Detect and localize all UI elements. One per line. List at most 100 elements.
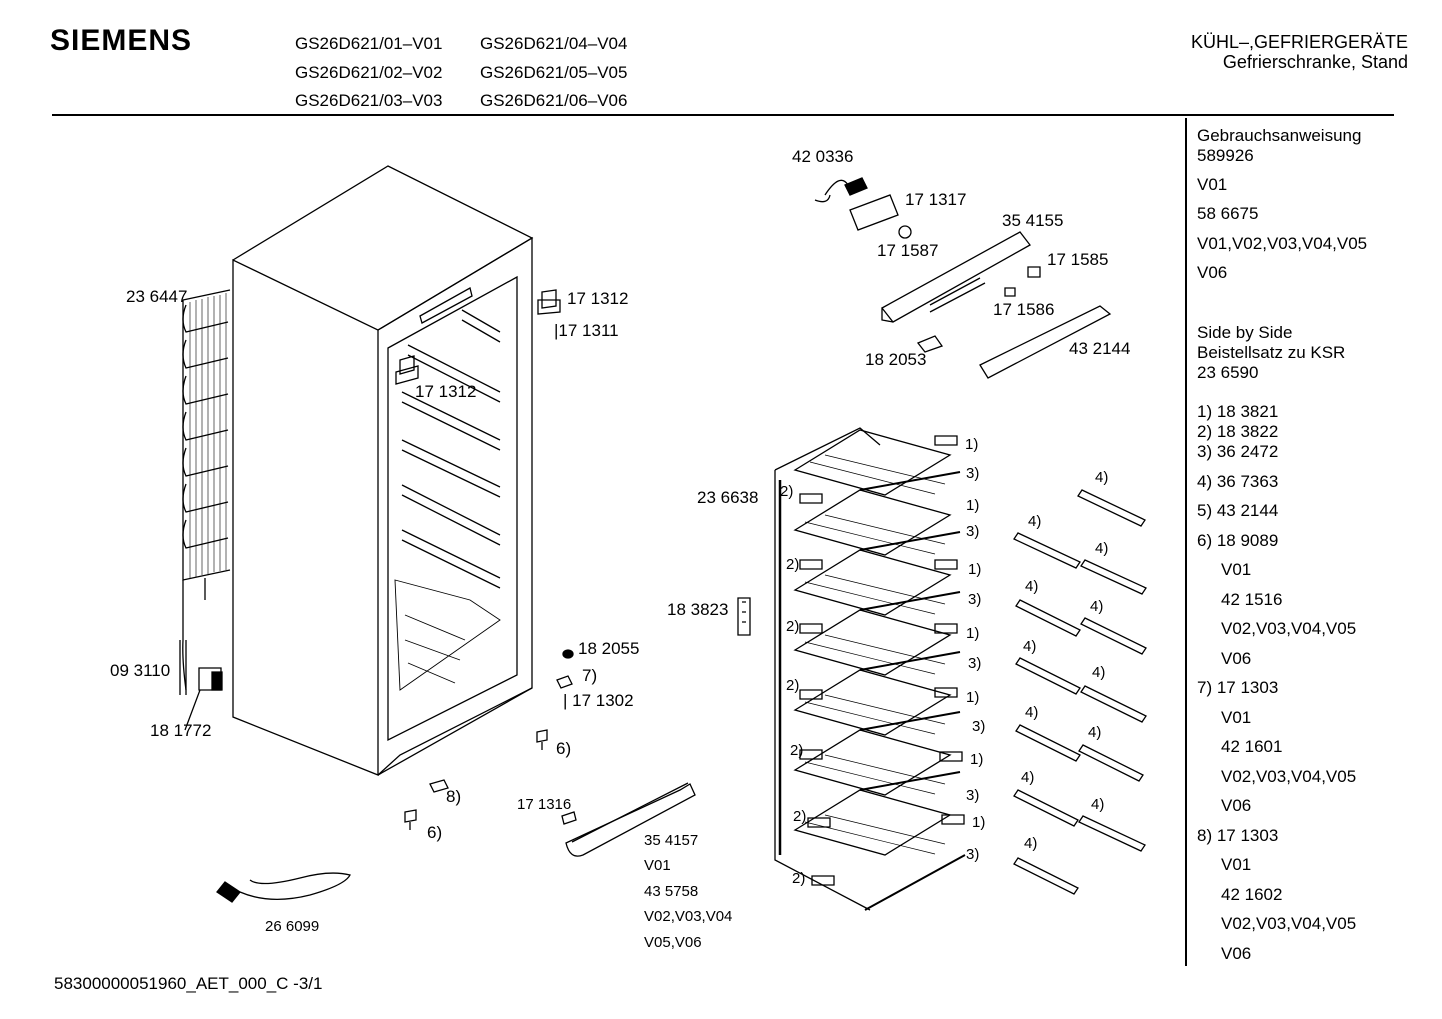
callout-label: 3) [966, 787, 980, 804]
sidebar-entry: 4) 36 7363 [1197, 472, 1279, 491]
sidebar-entry: 23 6590 [1197, 363, 1259, 382]
part-label: 35 4157 [644, 832, 699, 849]
callout-label: 4) [1092, 664, 1106, 681]
part-label: 23 6638 [697, 488, 759, 507]
sidebar-entry: V01 [1221, 855, 1252, 874]
sidebar-entry: 3) 36 2472 [1197, 442, 1279, 461]
sidebar-entry: V02,V03,V04,V05 [1221, 619, 1357, 638]
callout-label: 2) [786, 677, 800, 694]
callout-label: 1) [972, 814, 986, 831]
evaporator-coil [738, 428, 965, 910]
sidebar-entry: 7) 17 1303 [1197, 678, 1279, 697]
callout-label: 3) [968, 591, 982, 608]
category-title: KÜHL–,GEFRIERGERÄTE [1190, 32, 1408, 52]
callout-label: 4) [1095, 469, 1109, 486]
sidebar-entry: V06 [1221, 944, 1252, 963]
sidebar-divider [1185, 118, 1187, 966]
part-label: |17 1311 [554, 321, 619, 340]
part-label: 17 1317 [905, 190, 967, 209]
model-number: GS26D621/03–V03 [295, 91, 443, 110]
sidebar-entry: Side by Side [1197, 323, 1293, 342]
callout-label: 4) [1028, 513, 1042, 530]
part-label: 18 3823 [667, 600, 729, 619]
sidebar-entry: 42 1601 [1221, 737, 1283, 756]
part-label: 43 5758 [644, 883, 699, 900]
part-label: 17 1312 [415, 382, 477, 401]
sidebar-entry: 6) 18 9089 [1197, 531, 1279, 550]
shelf-rails [1014, 490, 1146, 894]
sidebar-entry: 58 6675 [1197, 204, 1259, 223]
callout-label: 2) [780, 483, 794, 500]
sidebar-entry: V01 [1221, 560, 1252, 579]
control-panel [815, 178, 1110, 378]
sidebar-entry: 42 1602 [1221, 885, 1283, 904]
category-subtitle: Gefrierschranke, Stand [1222, 52, 1408, 72]
freezer-cabinet [233, 166, 532, 775]
callout-label: 2) [786, 556, 800, 573]
part-label: 18 2055 [578, 639, 640, 658]
callout-label: 4) [1091, 796, 1105, 813]
part-label: 42 0336 [792, 147, 854, 166]
sidebar-entry: 1) 18 3821 [1197, 402, 1279, 421]
brand-logo: SIEMENS [50, 24, 193, 57]
sidebar-entry: V01,V02,V03,V04,V05 [1197, 234, 1368, 253]
sidebar-entry: V06 [1221, 796, 1252, 815]
document-code: 58300000051960_AET_000_C -3/1 [54, 974, 323, 993]
callout-label: 2) [786, 618, 800, 635]
callout-label: 4) [1090, 598, 1104, 615]
sidebar-entry: V01 [1197, 175, 1228, 194]
power-cord [217, 873, 350, 902]
part-label: 09 3110 [110, 661, 171, 680]
model-row: GS26D621/01–V01 GS26D621/04–V04 [295, 30, 665, 59]
callout-label: 1) [966, 625, 980, 642]
callout-label: 3) [968, 655, 982, 672]
sidebar-entry: V06 [1197, 263, 1228, 282]
callout-label: 3) [972, 718, 986, 735]
part-label: 43 2144 [1069, 339, 1131, 358]
callout-label: 1) [966, 497, 980, 514]
callout-label: 4) [1095, 540, 1109, 557]
callout-label: 1) [966, 689, 980, 706]
model-number: GS26D621/01–V01 [295, 34, 443, 53]
part-label: 17 1316 [517, 796, 572, 813]
door-handle [562, 783, 695, 856]
callout-label: 2) [792, 870, 806, 887]
part-label: 17 1585 [1047, 250, 1109, 269]
header-divider [52, 114, 1394, 116]
part-label: 35 4155 [1002, 211, 1064, 230]
callout-label: 3) [966, 523, 980, 540]
sidebar-entry: 589926 [1197, 146, 1254, 165]
part-label: 18 2053 [865, 350, 927, 369]
condenser-coil [183, 290, 230, 690]
hinge-parts [396, 290, 573, 830]
part-label: 17 1312 [567, 289, 629, 308]
part-label: 26 6099 [265, 918, 320, 935]
callout-label: 4) [1088, 724, 1102, 741]
model-number: GS26D621/04–V04 [480, 34, 628, 53]
part-label: 6) [556, 739, 572, 758]
callout-label: 4) [1025, 704, 1039, 721]
category-block: KÜHL–,GEFRIERGERÄTE Gefrierschranke, Sta… [1191, 32, 1408, 72]
part-label: 6) [427, 823, 443, 842]
part-label: 17 1586 [993, 300, 1055, 319]
callout-label: 2) [790, 742, 804, 759]
part-label: | 17 1302 [563, 691, 634, 710]
callout-label: 4) [1021, 769, 1035, 786]
callout-label: 1) [965, 436, 979, 453]
sidebar-entry: 42 1516 [1221, 590, 1283, 609]
part-number: 17 1302 [572, 691, 634, 710]
callout-label: 3) [966, 846, 980, 863]
model-list: GS26D621/01–V01 GS26D621/04–V04 GS26D621/… [295, 30, 665, 116]
sidebar-entry: 8) 17 1303 [1197, 826, 1279, 845]
part-label: 7) [582, 666, 598, 685]
callout-label: 4) [1024, 835, 1038, 852]
callout-label: 3) [966, 465, 980, 482]
thermostat-and-connector [180, 640, 222, 730]
sidebar-entry: 2) 18 3822 [1197, 422, 1279, 441]
callout-label: 2) [793, 808, 807, 825]
part-label: 18 1772 [150, 721, 212, 740]
sidebar-entry: 5) 43 2144 [1197, 501, 1279, 520]
